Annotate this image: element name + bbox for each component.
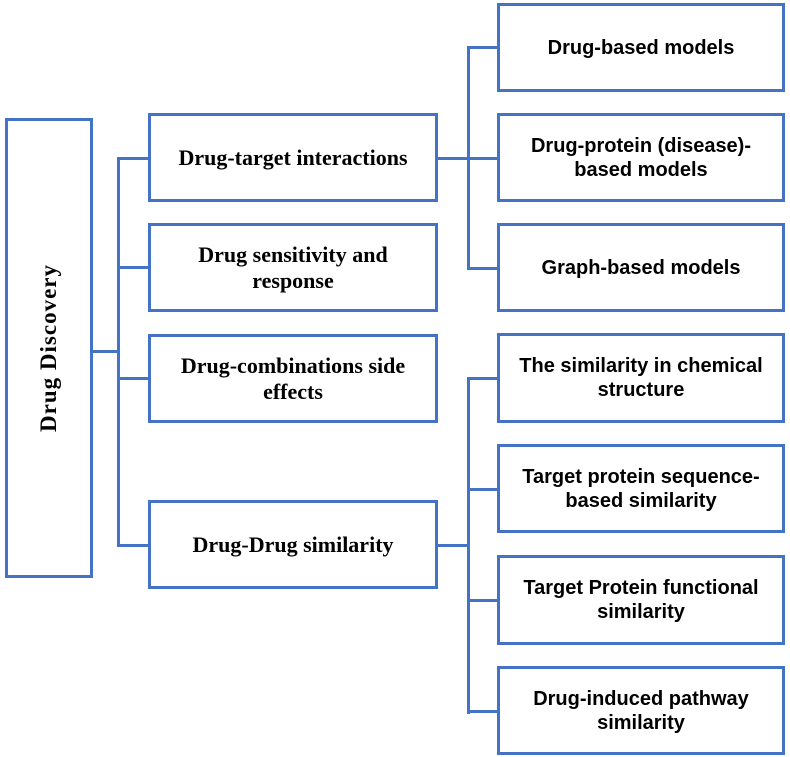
connector-stub-sequence-similarity	[467, 488, 497, 491]
node-graph-based-models-label: Graph-based models	[541, 256, 741, 279]
node-target-protein-sequence-similarity: Target protein sequence-based similarity	[497, 444, 785, 533]
node-drug-target-interactions-label: Drug-target interactions	[178, 144, 408, 170]
node-target-protein-functional-similarity: Target Protein functional similarity	[497, 555, 785, 645]
node-drug-combinations-side-effects: Drug-combinations side effects	[148, 334, 438, 423]
node-drug-based-models-label: Drug-based models	[547, 36, 735, 59]
node-target-protein-functional-similarity-label: Target Protein functional similarity	[523, 577, 759, 623]
node-target-protein-sequence-similarity-label: Target protein sequence-based similarity	[522, 465, 760, 512]
connector-branches-vertical	[117, 157, 120, 547]
connector-stub-graph-based-models	[467, 267, 497, 270]
node-similarity-chemical-structure: The similarity in chemical structure	[497, 333, 785, 423]
node-drug-discovery: Drug Discovery	[5, 118, 93, 578]
connector-stub-drug-drug-similarity	[117, 544, 148, 547]
node-drug-protein-disease-based-models: Drug-protein (disease)-based models	[497, 113, 785, 202]
node-drug-sensitivity-response: Drug sensitivity and response	[148, 223, 438, 312]
node-drug-discovery-label: Drug Discovery	[36, 264, 61, 432]
node-drug-drug-similarity-label: Drug-Drug similarity	[192, 531, 394, 557]
connector-drug-target-out	[438, 157, 468, 160]
node-drug-based-models: Drug-based models	[497, 3, 785, 92]
connector-stub-drug-based-models	[467, 46, 497, 49]
node-drug-induced-pathway-similarity-label: Drug-induced pathway similarity	[533, 687, 749, 734]
connector-root-trunk	[93, 350, 120, 353]
connector-stub-drug-sensitivity	[117, 266, 148, 269]
connector-stub-drug-target	[117, 157, 148, 160]
node-drug-target-interactions: Drug-target interactions	[148, 113, 438, 202]
connector-stub-drug-combinations	[117, 377, 148, 380]
node-graph-based-models: Graph-based models	[497, 223, 785, 312]
connector-similarity-vertical	[467, 377, 470, 714]
node-drug-sensitivity-response-label: Drug sensitivity and response	[198, 241, 388, 293]
node-similarity-chemical-structure-label: The similarity in chemical structure	[519, 355, 763, 401]
node-drug-combinations-side-effects-label: Drug-combinations side effects	[180, 352, 406, 404]
connector-stub-pathway-similarity	[467, 710, 497, 713]
connector-stub-drug-protein-models	[467, 157, 497, 160]
node-drug-drug-similarity: Drug-Drug similarity	[148, 500, 438, 589]
node-drug-protein-disease-based-models-label: Drug-protein (disease)-based models	[530, 134, 752, 181]
node-drug-induced-pathway-similarity: Drug-induced pathway similarity	[497, 666, 785, 755]
connector-stub-chemical-structure	[467, 377, 497, 380]
connector-drug-drug-similarity-out	[438, 544, 468, 547]
connector-stub-functional-similarity	[467, 599, 497, 602]
